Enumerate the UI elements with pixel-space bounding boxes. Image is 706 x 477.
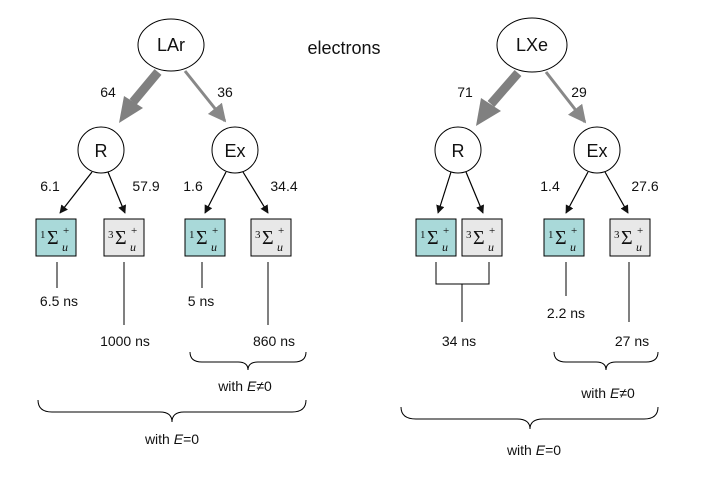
lxe-ex-to-singlet-arrow [565, 171, 589, 214]
svg-text:u: u [570, 240, 576, 254]
lxe-r-triplet-state: 3 Σ + u [461, 218, 503, 257]
lxe-time-r-combined: 34 ns [442, 333, 476, 349]
svg-text:+: + [571, 225, 577, 237]
lar-r-singlet-state: 1 Σ + u [35, 218, 77, 257]
lxe-recomb-arrow-head [476, 98, 501, 126]
lxe-tree: LXe 71 29 R Ex 1.4 27.6 1 Σ + u [400, 17, 659, 458]
lxe-field-on-brace [553, 351, 659, 371]
lxe-time-triplet-ex: 27 ns [615, 333, 649, 349]
lar-recomb-node [77, 126, 125, 174]
lxe-r-to-singlet-arrow [436, 171, 452, 214]
lar-excit-percent: 36 [217, 84, 233, 100]
lxe-recomb-percent: 71 [457, 84, 473, 100]
lar-ex-singlet-value: 1.6 [183, 178, 203, 194]
svg-text:1: 1 [420, 229, 426, 241]
svg-text:u: u [130, 240, 136, 254]
svg-text:+: + [278, 225, 284, 237]
lxe-ex-to-triplet-arrow [604, 171, 629, 214]
lar-field-off-label: with E=0 [144, 431, 199, 447]
svg-text:+: + [63, 225, 69, 237]
lar-tree: LAr 64 36 R Ex 6.1 57.9 1.6 34.4 1 Σ + u [35, 18, 307, 447]
svg-text:Σ: Σ [621, 227, 633, 249]
lar-r-triplet-state: 3 Σ + u [103, 218, 145, 257]
svg-text:Σ: Σ [262, 227, 274, 249]
lar-time-singlet-ex: 5 ns [188, 293, 214, 309]
lar-recomb-arrow-head [119, 96, 143, 123]
lar-recomb-arrow-shaft [129, 69, 162, 105]
lar-excit-node [211, 126, 259, 174]
svg-text:1: 1 [189, 229, 195, 241]
lar-r-to-triplet-arrow [107, 171, 126, 214]
svg-text:1: 1 [40, 229, 46, 241]
svg-text:Σ: Σ [555, 227, 567, 249]
lxe-field-on-label: with E≠0 [580, 385, 635, 401]
lxe-recomb-arrow-shaft [487, 70, 522, 107]
svg-text:Σ: Σ [115, 227, 127, 249]
lar-r-singlet-value: 6.1 [40, 178, 60, 194]
lar-ex-singlet-state: 1 Σ + u [184, 218, 226, 257]
svg-text:u: u [277, 240, 283, 254]
lar-root-label: LAr [157, 35, 185, 55]
lar-r-to-singlet-arrow [59, 171, 93, 214]
svg-text:u: u [62, 240, 68, 254]
svg-text:Σ: Σ [196, 227, 208, 249]
svg-text:+: + [443, 225, 449, 237]
lxe-r-combine-bracket [435, 262, 490, 285]
svg-text:1: 1 [548, 229, 554, 241]
svg-text:+: + [212, 225, 218, 237]
svg-text:u: u [211, 240, 217, 254]
lxe-recomb-node-label: R [452, 141, 465, 161]
lar-root-node [137, 18, 205, 72]
diagram-title: electrons [307, 38, 380, 58]
lxe-ex-singlet-state: 1 Σ + u [543, 218, 585, 257]
lar-time-triplet-ex: 860 ns [253, 333, 295, 349]
lar-time-singlet-r: 6.5 ns [40, 293, 78, 309]
lar-field-on-label: with E≠0 [217, 378, 272, 394]
svg-text:+: + [131, 225, 137, 237]
lxe-excit-node-label: Ex [586, 141, 607, 161]
lxe-excit-percent: 29 [571, 84, 587, 100]
lar-field-off-brace [37, 399, 307, 423]
lxe-ex-triplet-state: 3 Σ + u [609, 218, 651, 257]
svg-text:3: 3 [614, 229, 620, 241]
lxe-excit-node [573, 126, 621, 174]
lar-ex-triplet-state: 3 Σ + u [250, 218, 292, 257]
lxe-ex-singlet-value: 1.4 [540, 178, 560, 194]
lar-time-triplet-r: 1000 ns [100, 333, 150, 349]
lxe-recomb-node [434, 126, 482, 174]
svg-text:Σ: Σ [47, 227, 59, 249]
lar-recomb-node-label: R [95, 141, 108, 161]
svg-text:3: 3 [255, 229, 261, 241]
lxe-root-label: LXe [516, 35, 548, 55]
lxe-time-singlet-ex: 2.2 ns [547, 305, 585, 321]
lar-recomb-percent: 64 [100, 84, 116, 100]
svg-text:u: u [636, 240, 642, 254]
lar-excit-arrow [183, 70, 227, 123]
lxe-field-off-label: with E=0 [506, 442, 561, 458]
svg-text:3: 3 [466, 229, 472, 241]
svg-text:Σ: Σ [473, 227, 485, 249]
lar-ex-to-singlet-arrow [204, 171, 227, 214]
svg-text:u: u [488, 240, 494, 254]
lxe-root-node [496, 17, 568, 73]
lxe-field-off-brace [400, 406, 659, 430]
svg-text:u: u [442, 240, 448, 254]
lxe-excit-arrow [544, 71, 587, 124]
svg-text:Σ: Σ [427, 227, 439, 249]
lxe-r-singlet-state: 1 Σ + u [415, 218, 457, 257]
svg-text:+: + [637, 225, 643, 237]
lar-field-on-brace [189, 351, 307, 371]
svg-text:+: + [489, 225, 495, 237]
lxe-r-to-triplet-arrow [465, 171, 484, 214]
lar-r-triplet-value: 57.9 [132, 178, 159, 194]
svg-text:3: 3 [108, 229, 114, 241]
lar-ex-to-triplet-arrow [242, 171, 269, 214]
lxe-ex-triplet-value: 27.6 [631, 178, 658, 194]
lar-excit-node-label: Ex [224, 141, 245, 161]
lar-ex-triplet-value: 34.4 [270, 178, 297, 194]
